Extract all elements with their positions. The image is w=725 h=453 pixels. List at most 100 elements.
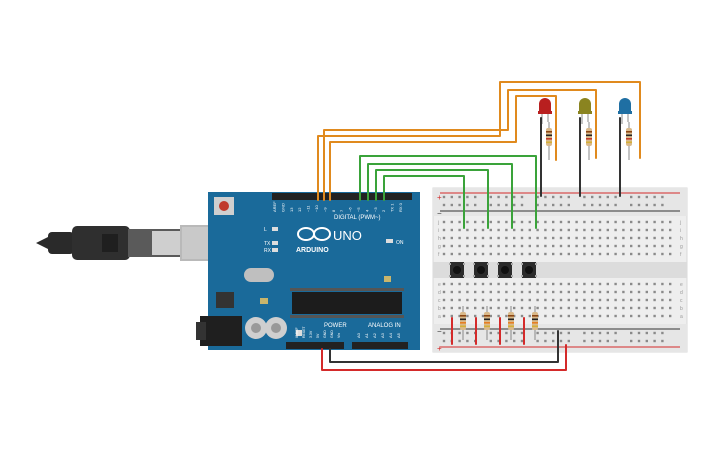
- row-letter: b: [680, 306, 683, 312]
- power-jack: [200, 316, 242, 346]
- wire-green-2[interactable]: [367, 163, 513, 229]
- blue-led[interactable]: [618, 98, 632, 124]
- analog-header: [352, 342, 408, 349]
- wire-green-1[interactable]: [359, 155, 537, 229]
- row-letter: g: [438, 244, 441, 250]
- pushbutton[interactable]: [449, 262, 465, 278]
- digital-pin-label: 8: [331, 209, 336, 212]
- crystal: [244, 268, 274, 282]
- analog-pin-label: A1: [364, 332, 369, 338]
- power-pin-label: 5V: [316, 333, 320, 338]
- brand-label: ARDUINO: [296, 247, 329, 254]
- power-pin-label: 3.3V: [309, 330, 313, 338]
- digital-header: [272, 193, 412, 200]
- row-letter: a: [680, 314, 683, 320]
- top-power-rail: [433, 188, 687, 216]
- arduino-uno-board[interactable]: ARDUINO UNO DIGITAL (PWM~) POWER ANALOG …: [196, 192, 420, 350]
- analog-label: ANALOG IN: [368, 323, 401, 329]
- wire-green-3[interactable]: [375, 169, 489, 229]
- row-letter: f: [438, 252, 440, 258]
- bottom-power-rail: [433, 324, 687, 352]
- pulldown-resistor[interactable]: [484, 306, 490, 340]
- bottom-plus-label: +: [437, 344, 442, 353]
- model-label: UNO: [333, 228, 362, 243]
- wire-red-5v[interactable]: [321, 344, 567, 371]
- wire-orange-1[interactable]: [317, 81, 641, 201]
- on-led: [386, 239, 393, 243]
- digital-pin-label: TX 1: [390, 203, 395, 212]
- pulldown-resistor[interactable]: [532, 306, 538, 340]
- row-letter: i: [438, 228, 439, 234]
- power-pin-label: Vin: [337, 333, 341, 338]
- row-letter: f: [680, 252, 682, 258]
- pushbutton[interactable]: [473, 262, 489, 278]
- wire-black-gnd[interactable]: [329, 330, 559, 363]
- digital-pin-label: ~9: [322, 207, 327, 212]
- power-pin-label: RESET: [302, 325, 306, 338]
- row-letter: i: [680, 228, 681, 234]
- row-letter: c: [438, 298, 441, 304]
- row-letter: e: [680, 282, 683, 288]
- tx-label: TX: [264, 241, 271, 247]
- analog-pin-label: A5: [396, 332, 401, 338]
- wire-orange-3[interactable]: [329, 95, 557, 201]
- row-letter: a: [438, 314, 441, 320]
- digital-pin-label: 4: [364, 209, 369, 212]
- digital-pin-label: ~11: [306, 205, 311, 212]
- pushbutton[interactable]: [521, 262, 537, 278]
- led-resistor[interactable]: [546, 122, 552, 160]
- digital-pin-label: ~10: [314, 204, 319, 212]
- voltage-regulator: [216, 292, 234, 308]
- row-letter: j: [679, 220, 681, 226]
- analog-pin-label: A3: [380, 332, 385, 338]
- row-letter: d: [680, 290, 683, 296]
- digital-pin-label: GND: [280, 203, 285, 212]
- power-pin-label: GND: [323, 330, 327, 338]
- rx-label: RX: [264, 248, 272, 254]
- top-minus-label: −: [437, 209, 442, 218]
- analog-pin-label: A4: [388, 332, 393, 338]
- digital-pin-label: 13: [289, 207, 294, 212]
- top-plus-label: +: [437, 193, 442, 202]
- analog-pin-label: A0: [356, 332, 361, 338]
- pushbutton[interactable]: [497, 262, 513, 278]
- wire-green-4[interactable]: [383, 175, 465, 229]
- atmega-chip: [292, 292, 402, 314]
- row-letter: c: [680, 298, 683, 304]
- analog-pin-label: A2: [372, 332, 377, 338]
- on-label: ON: [396, 240, 404, 246]
- pulldown-resistor[interactable]: [508, 306, 514, 340]
- pulldown-resistor[interactable]: [460, 306, 466, 340]
- digital-label: DIGITAL (PWM~): [334, 215, 381, 221]
- yellow-led[interactable]: [578, 98, 592, 124]
- row-letter: j: [437, 220, 439, 226]
- usb-cable[interactable]: [36, 225, 236, 261]
- digital-pin-label: ~5: [356, 207, 361, 212]
- power-label: POWER: [324, 323, 347, 329]
- breadboard[interactable]: + − − +: [432, 187, 688, 353]
- wire-orange-2[interactable]: [323, 89, 597, 201]
- row-letter: h: [438, 236, 441, 242]
- center-channel: [433, 262, 687, 278]
- digital-pin-label: 7: [339, 209, 344, 212]
- digital-pin-label: ~3: [373, 207, 378, 212]
- power-pin-label: GND: [330, 330, 334, 338]
- bottom-minus-label: −: [437, 327, 442, 336]
- digital-pin-label: ~6: [348, 207, 353, 212]
- led-resistor[interactable]: [586, 122, 592, 160]
- digital-pin-label: AREF: [272, 201, 277, 212]
- digital-pin-label: 2: [381, 209, 386, 212]
- row-letter: b: [438, 306, 441, 312]
- row-letter: h: [680, 236, 683, 242]
- power-pin-label: IOREF: [295, 327, 299, 338]
- digital-pin-label: 12: [297, 207, 302, 212]
- wires[interactable]: [317, 81, 641, 371]
- row-letter: d: [438, 290, 441, 296]
- arduino-logo: [297, 227, 331, 241]
- digital-pin-label: RX 0: [398, 202, 403, 212]
- row-letter: e: [438, 282, 441, 288]
- led-resistor[interactable]: [626, 122, 632, 160]
- power-header: [286, 342, 344, 349]
